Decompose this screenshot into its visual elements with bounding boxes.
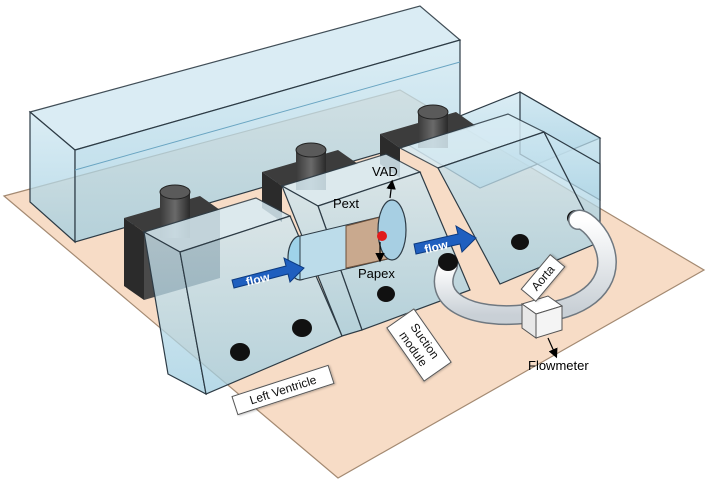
vad-arrow bbox=[386, 179, 396, 199]
vad-label: VAD bbox=[372, 164, 398, 179]
flow-label-left: flow bbox=[244, 270, 271, 290]
flowmeter-device bbox=[520, 295, 564, 339]
papex-label: Papex bbox=[358, 266, 395, 281]
flow-label-right: flow bbox=[423, 237, 450, 257]
flowmeter-pointer bbox=[547, 337, 558, 359]
flowmeter-label: Flowmeter bbox=[528, 358, 589, 373]
flow-arrow-right: flow bbox=[413, 224, 477, 257]
pressure-sensor-dot bbox=[377, 231, 387, 241]
aorta-box bbox=[398, 113, 601, 285]
outflow-tubing bbox=[433, 209, 617, 325]
pext-label: Pext bbox=[333, 196, 360, 211]
flow-arrow-left: flow bbox=[231, 257, 305, 290]
